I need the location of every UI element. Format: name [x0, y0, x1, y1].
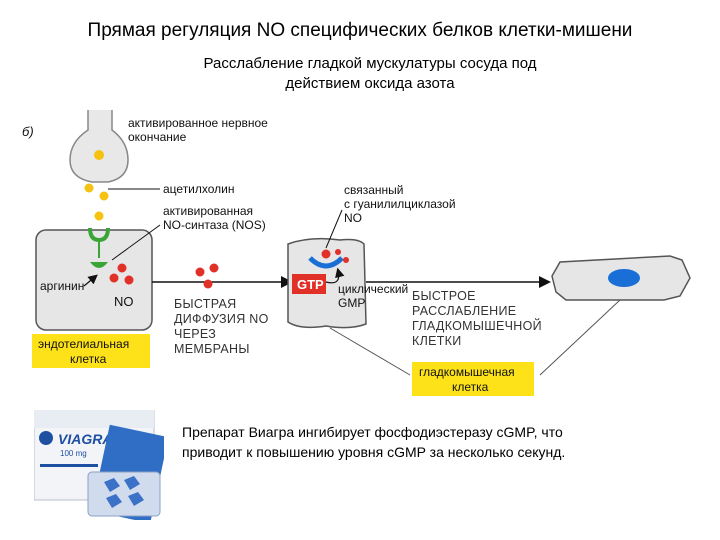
bound-pointer	[325, 209, 343, 249]
bound-label-1: связанный	[344, 183, 404, 197]
diffusion-label-2: ДИФФУЗИЯ NO	[174, 312, 269, 326]
no-molecule	[203, 279, 213, 289]
nos-label-2: NO-синтаза (NOS)	[163, 218, 266, 232]
viagra-note: Препарат Виагра ингибирует фосфодиэстера…	[182, 422, 702, 462]
nos-label-1: активированная	[163, 204, 253, 218]
endothelial-label-1: эндотелиальная	[38, 337, 129, 351]
bound-no-molecule	[321, 249, 331, 259]
nos-enzyme-shape	[90, 262, 108, 268]
endothelial-label-box	[32, 334, 150, 368]
smooth-muscle-label-2: клетка	[452, 380, 489, 394]
guanylyl-cyclase-shape	[308, 256, 344, 269]
no-molecule	[343, 257, 349, 263]
cgmp-label-1: циклический	[338, 282, 408, 296]
relaxed-cell-nucleus	[608, 269, 640, 287]
bound-label-3: NO	[344, 211, 362, 225]
smooth-muscle-pointer-left	[329, 327, 411, 376]
viagra-note-line-1: Препарат Виагра ингибирует фосфодиэстера…	[182, 424, 563, 440]
blister-pack	[87, 471, 161, 517]
gtp-label: GTP	[297, 277, 324, 292]
acetylcholine-molecule	[99, 191, 109, 201]
bound-label-2: с гуанилилциклазой	[344, 197, 456, 211]
acetylcholine-molecule	[94, 150, 104, 160]
acetylcholine-molecule	[94, 211, 104, 221]
nerve-ending-label-1: активированное нервное	[128, 116, 268, 130]
relax-label-2: РАССЛАБЛЕНИЕ	[412, 304, 516, 318]
no-label: NO	[114, 294, 134, 309]
pack-top-strip	[34, 410, 154, 428]
no-molecule	[124, 275, 134, 285]
nerve-ending-label-2: окончание	[128, 130, 187, 144]
arginine-label: аргинин	[40, 279, 84, 293]
pill-shape	[104, 478, 120, 492]
smooth-muscle-label-box	[412, 362, 534, 396]
pill-shape	[124, 476, 140, 490]
no-regulation-diagram: б) активированное нервное окончание ацет…	[22, 110, 691, 396]
no-molecule	[117, 263, 127, 273]
pfizer-logo-icon	[39, 431, 53, 445]
no-molecule	[335, 249, 341, 255]
pill-shape	[106, 494, 122, 508]
panel-label: б)	[22, 124, 34, 139]
page-title: Прямая регуляция NO специфических белков…	[87, 20, 633, 41]
subtitle-line-2: действием оксида азота	[285, 75, 455, 92]
pack-brand: VIAGRA	[58, 431, 112, 447]
page-subtitle: Расслабление гладкой мускулатуры сосуда …	[130, 54, 610, 94]
cgmp-label-2: GMP	[338, 296, 365, 310]
pill-shape	[128, 492, 144, 506]
diffusion-label-1: БЫСТРАЯ	[174, 297, 236, 311]
nos-pointer	[111, 224, 161, 261]
relax-label-1: БЫСТРОЕ	[412, 289, 476, 303]
diffusion-label-4: МЕМБРАНЫ	[174, 342, 250, 356]
nerve-ending	[69, 110, 129, 183]
no-molecule	[109, 273, 119, 283]
viagra-note-line-2: приводит к повышению уровня cGMP за неск…	[182, 444, 566, 460]
no-molecule	[195, 267, 205, 277]
smooth-muscle-pointer-right	[539, 299, 621, 376]
acetylcholine-molecule	[84, 183, 94, 193]
smooth-muscle-label-1: гладкомышечная	[419, 365, 515, 379]
pack-stripe	[40, 464, 98, 467]
endothelial-label-2: клетка	[70, 352, 107, 366]
pack-dose: 100 mg	[60, 449, 87, 458]
no-molecule	[209, 263, 219, 273]
acetylcholine-label: ацетилхолин	[163, 182, 235, 196]
relax-label-3: ГЛАДКОМЫШЕЧНОЙ	[412, 318, 542, 333]
diffusion-label-3: ЧЕРЕЗ	[174, 327, 216, 341]
subtitle-line-1: Расслабление гладкой мускулатуры сосуда …	[203, 55, 537, 72]
viagra-pack-image: VIAGRA 100 mg	[34, 410, 164, 520]
cgmp-conversion-arrow	[325, 267, 345, 284]
arginine-arrow	[83, 274, 98, 287]
gtp-box	[292, 274, 326, 294]
relax-label-4: КЛЕТКИ	[412, 334, 462, 348]
